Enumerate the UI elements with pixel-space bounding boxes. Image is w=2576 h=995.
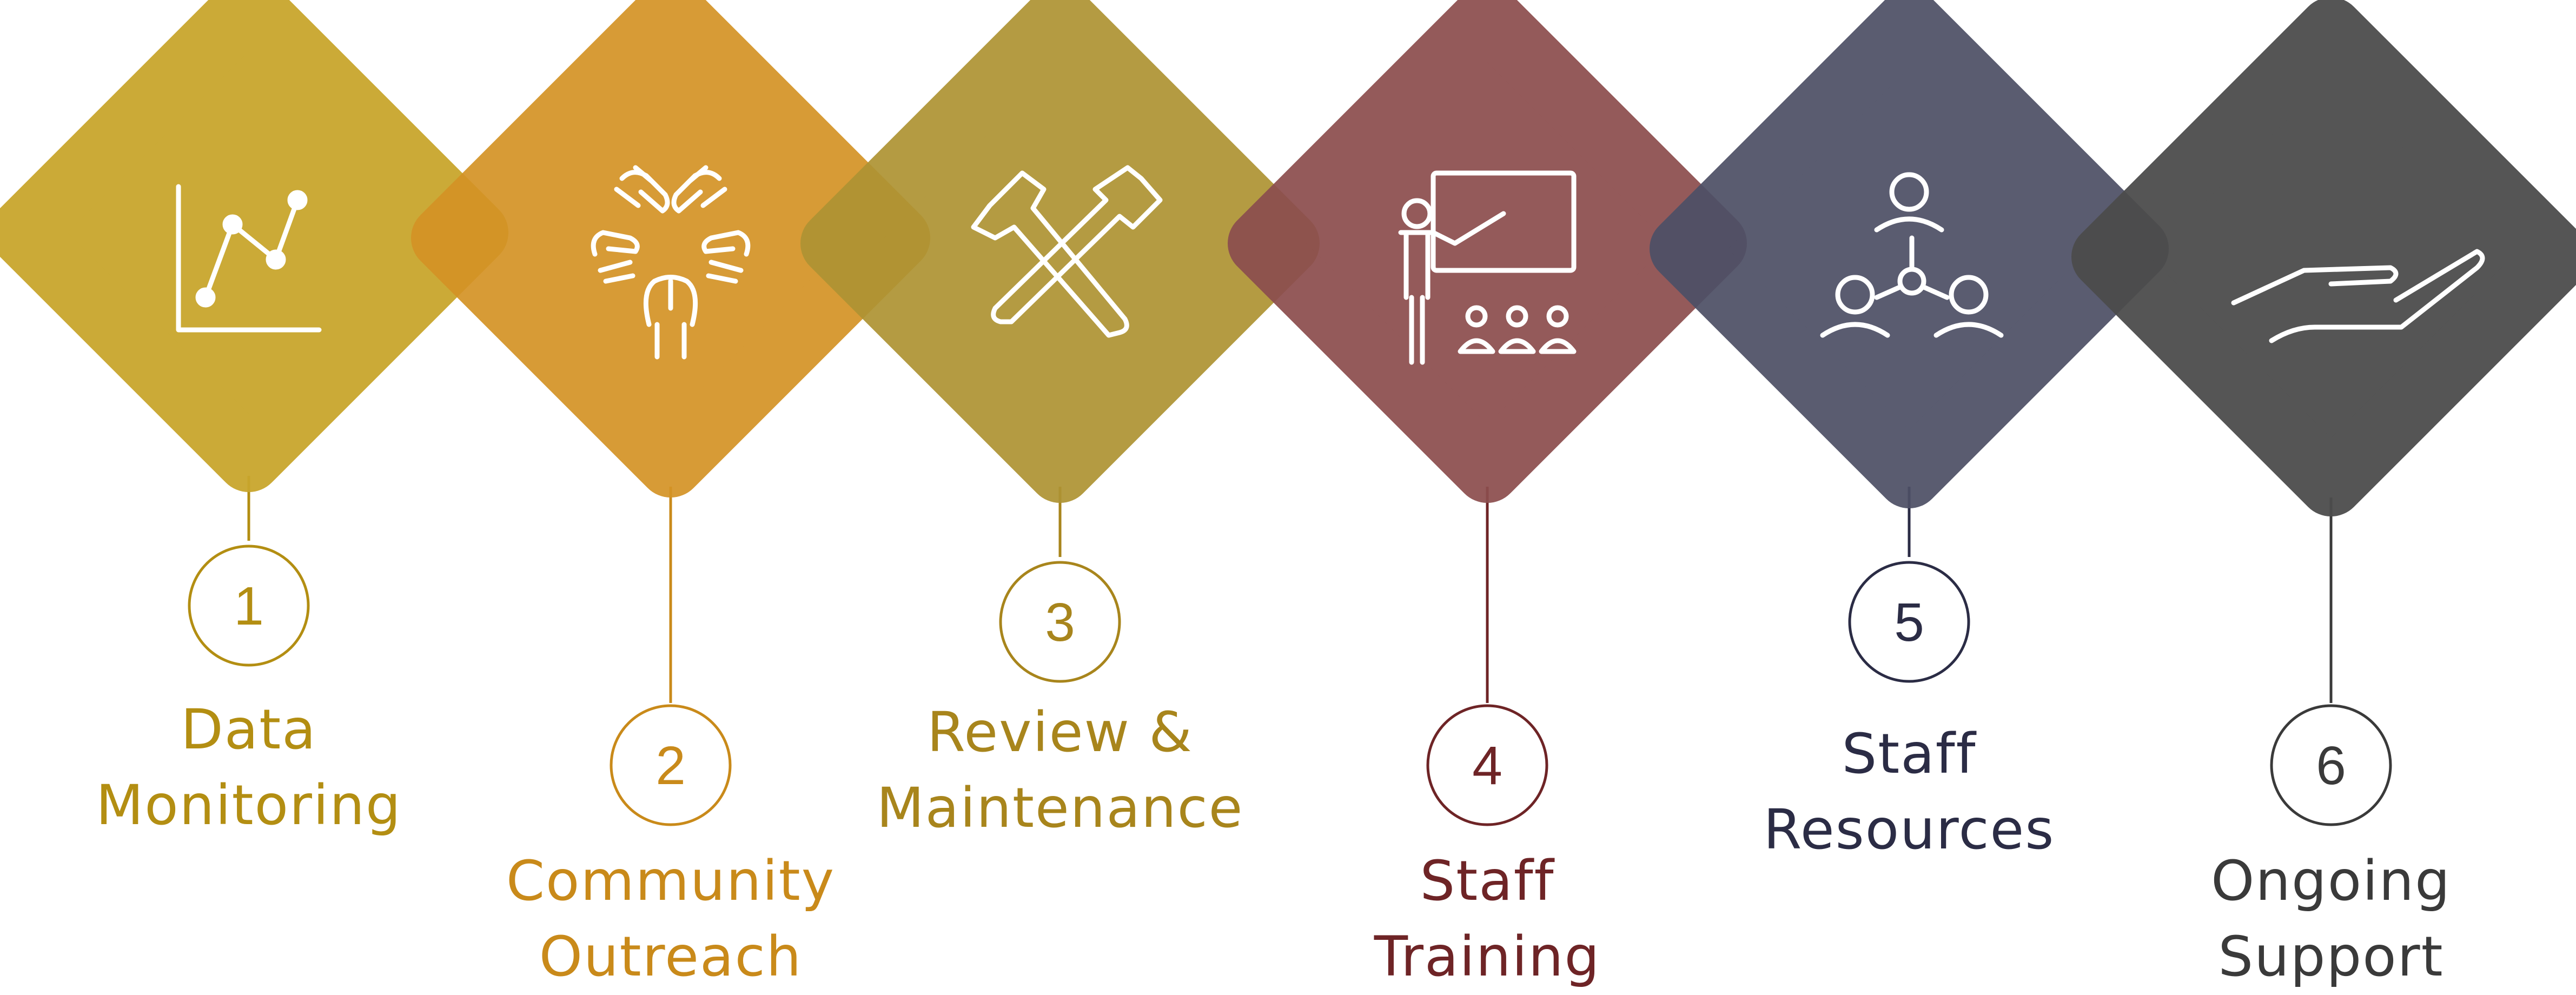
step-6-label: Ongoing Support [2169,844,2493,995]
step-3-number: 3 [999,561,1121,683]
step-5-label: Staff Resources [1720,717,2098,868]
step-6-title-line2: Support [2218,925,2444,989]
step-4-diamond [1228,0,1747,503]
number-circle [999,561,1121,683]
step-2-title-line1: Community [506,849,836,913]
number-text: 4 [1472,735,1502,796]
line-chart-icon [176,184,322,333]
step-1-title-line2: Monitoring [96,773,402,838]
number-text: 6 [2316,735,2346,796]
step-5-diamond [1650,0,2169,508]
step-1-number: 1 [188,545,310,667]
step-6-title-line1: Ongoing [2211,849,2451,913]
crossed-hammers-icon [971,165,1163,338]
number-circle [2270,704,2392,826]
open-hand-icon [2231,249,2485,343]
number-circle [610,704,732,826]
step-1-label: Data Monitoring [87,692,411,844]
number-text: 1 [234,576,264,636]
teacher-presentation-icon [1398,170,1577,365]
team-network-icon [1820,172,2004,338]
step-2-diamond [411,0,930,498]
step-2-number: 2 [610,704,732,826]
step-3-label: Review & Maintenance [844,695,1276,846]
number-text: 2 [655,735,686,796]
number-circle [188,545,310,667]
number-text: 3 [1045,592,1075,653]
step-2-label: Community Outreach [481,844,860,995]
joined-hands-icon [591,165,751,360]
number-circle [1848,561,1970,683]
number-text: 5 [1894,592,1924,653]
step-4-label: Staff Training [1325,844,1650,995]
step-6-diamond [2071,0,2576,516]
step-2-title-line2: Outreach [539,925,803,989]
step-4-title-line1: Staff [1420,849,1555,913]
step-1-title-line1: Data [181,698,317,762]
step-5-title-line1: Staff [1842,722,1977,786]
number-circle [1426,704,1548,826]
step-4-title-line2: Training [1374,925,1601,989]
step-4-number: 4 [1426,704,1548,826]
step-5-number: 5 [1848,561,1970,683]
step-3-title-line2: Maintenance [876,776,1244,840]
step-3-title-line1: Review & [927,700,1193,765]
step-5-title-line2: Resources [1763,798,2055,862]
step-1-diamond [0,0,508,492]
step-6-number: 6 [2270,704,2392,826]
